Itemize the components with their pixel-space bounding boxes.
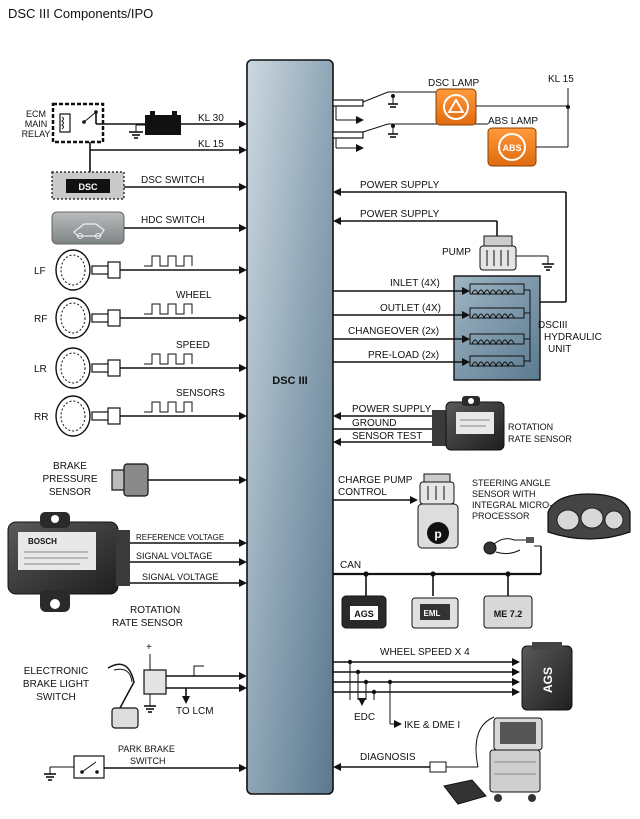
hydraulic-unit-label-2: HYDRAULIC [544, 332, 602, 343]
steering-angle-label-3: INTEGRAL MICRO- [472, 500, 552, 510]
dsc-iii-module [246, 59, 334, 795]
svg-text:ROTATION: ROTATION [130, 605, 180, 616]
wheel-label: WHEEL [176, 290, 212, 301]
park-brake-label-1: PARK BRAKE [118, 744, 175, 754]
inlet-label: INLET (4X) [390, 278, 440, 289]
dsc-switch-label: DSC SWITCH [141, 175, 204, 186]
svg-text:ECM: ECM [26, 109, 46, 119]
hdc-switch-label: HDC SWITCH [141, 215, 205, 226]
can-label: CAN [340, 560, 361, 571]
battery-icon [145, 115, 181, 135]
park-brake-switch [73, 755, 105, 779]
hydraulic-unit-label-1: DSCIII [538, 320, 567, 331]
changeover-label: CHANGEOVER (2x) [348, 326, 439, 337]
rotation-rate-sensor-left: BOSCH ROTATION RATE SENSOR [7, 512, 183, 629]
hydraulic-unit-label-3: UNIT [548, 344, 571, 355]
svg-text:PRESSURE: PRESSURE [42, 474, 97, 485]
outlet-label: OUTLET (4X) [380, 303, 441, 314]
diagnosis-label: DIAGNOSIS [360, 752, 416, 763]
preload-label: PRE-LOAD (2x) [368, 350, 439, 361]
warning-triangle-icon [447, 98, 465, 113]
plus-sign: + [146, 642, 152, 653]
eml-module-label: EML [424, 609, 441, 618]
abs-icon: ABS [502, 143, 521, 153]
me72-module [483, 595, 533, 629]
steering-angle-label-1: STEERING ANGLE [472, 478, 551, 488]
wheel-sensor-rf: RF [34, 297, 247, 339]
pump-motor [479, 235, 517, 271]
rrs-right-label-1: ROTATION [508, 422, 553, 432]
wheel-sensor-lr: LR [34, 347, 247, 389]
bosch-logo: BOSCH [28, 537, 57, 546]
signal-voltage-2-label: SIGNAL VOLTAGE [142, 572, 218, 582]
steering-angle-label-2: SENSOR WITH [472, 489, 536, 499]
page-title: DSC III Components/IPO [8, 6, 153, 21]
svg-text:LF: LF [34, 266, 46, 277]
kl15-label: KL 15 [198, 139, 224, 150]
instrument-cluster [547, 493, 631, 540]
pump-label: PUMP [442, 247, 471, 258]
svg-text:MAIN: MAIN [25, 119, 48, 129]
brake-light-switch: ELECTRONIC BRAKE LIGHT SWITCH [23, 663, 167, 729]
rrs-ground-label: GROUND [352, 418, 396, 429]
charge-pump-label-2: CONTROL [338, 487, 387, 498]
dsc-iii-label: DSC III [272, 375, 307, 387]
wheel-speed-label: WHEEL SPEED X 4 [380, 647, 470, 658]
rrs-power-label: POWER SUPPLY [352, 404, 432, 415]
solenoid-valves [469, 283, 531, 368]
dsc-button [66, 179, 110, 193]
ags-module-large-label: AGS [541, 667, 555, 693]
dsc-lamp [435, 88, 477, 126]
speed-label: SPEED [176, 340, 210, 351]
kl15-right-label: KL 15 [548, 74, 574, 85]
ags-module-small-label: AGS [354, 609, 374, 619]
svg-text:RR: RR [34, 412, 48, 423]
svg-text:BRAKE: BRAKE [53, 461, 87, 472]
ecm-main-relay: ECM MAIN RELAY [22, 102, 105, 144]
power-supply-1-label: POWER SUPPLY [360, 180, 440, 191]
signal-voltage-1-label: SIGNAL VOLTAGE [136, 551, 212, 561]
svg-text:SWITCH: SWITCH [36, 692, 75, 703]
diagnostic-tester [443, 716, 543, 805]
rotation-rate-sensor-right [432, 396, 505, 451]
svg-text:RELAY: RELAY [22, 129, 51, 139]
dsc-button-label: DSC [78, 182, 98, 192]
diagnosis-connector [429, 761, 447, 773]
edc-label: EDC [354, 712, 375, 723]
ike-dme-label: IKE & DME I [404, 720, 460, 731]
steering-angle-label-4: PROCESSOR [472, 511, 530, 521]
svg-text:p: p [434, 527, 441, 541]
abs-lamp-label: ABS LAMP [488, 116, 538, 127]
charge-pump-label-1: CHARGE PUMP [338, 475, 413, 486]
brake-pedal-icon [111, 707, 139, 729]
svg-text:ELECTRONIC: ELECTRONIC [24, 666, 88, 677]
wheel-sensor-rr: RR [34, 395, 247, 437]
park-brake-label-2: SWITCH [130, 756, 166, 766]
reference-voltage-label: REFERENCE VOLTAGE [136, 533, 224, 542]
to-lcm-label: TO LCM [176, 706, 214, 717]
svg-text:LR: LR [34, 364, 47, 375]
power-supply-2-label: POWER SUPPLY [360, 209, 440, 220]
rrs-right-label-2: RATE SENSOR [508, 434, 572, 444]
svg-text:RATE SENSOR: RATE SENSOR [112, 618, 183, 629]
rrs-test-label: SENSOR TEST [352, 431, 422, 442]
svg-text:RF: RF [34, 314, 47, 325]
me72-module-label: ME 7.2 [494, 609, 523, 619]
wheel-sensor-lf: LF [34, 249, 247, 291]
hdc-switch [51, 211, 125, 245]
charge-pump: p [417, 473, 459, 549]
svg-text:SENSOR: SENSOR [49, 487, 91, 498]
steering-angle-sensor [483, 537, 534, 555]
brake-pressure-sensor: BRAKE PRESSURE SENSOR [42, 461, 149, 498]
svg-text:BRAKE LIGHT: BRAKE LIGHT [23, 679, 89, 690]
sensors-label: SENSORS [176, 388, 225, 399]
kl30-label: KL 30 [198, 113, 224, 124]
dsc-lamp-label: DSC LAMP [428, 78, 479, 89]
